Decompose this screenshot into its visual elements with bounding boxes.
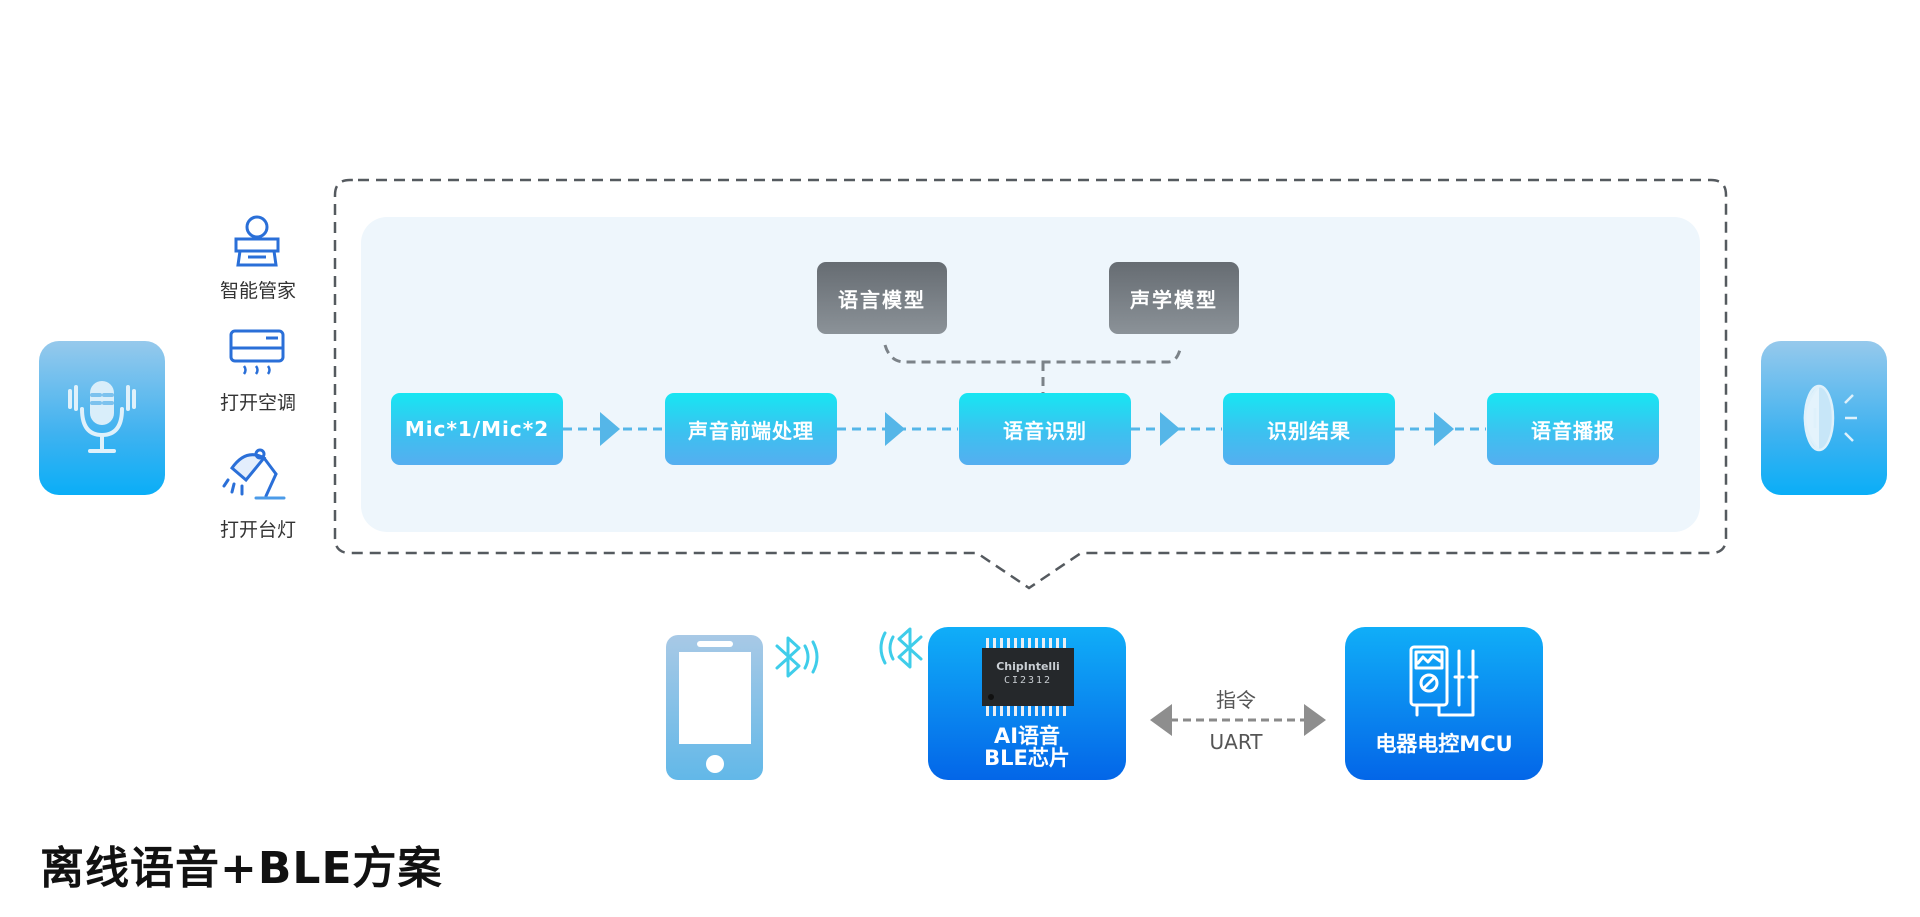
desk-lamp-icon [222, 448, 286, 500]
ai-ble-chip-tile: ChipIntelli CI2312 AI语音 BLE芯片 [928, 627, 1126, 780]
butler-icon [234, 215, 280, 267]
pipeline-step-result: 识别结果 [1223, 393, 1395, 465]
uart-label: UART [1209, 730, 1263, 754]
acoustic-model-box: 声学模型 [1109, 262, 1239, 334]
pipeline-step-label: 声音前端处理 [688, 418, 814, 443]
microphone-icon [68, 381, 136, 453]
pipeline-step-label: 识别结果 [1267, 418, 1351, 443]
scene-label-air-conditioner: 打开空调 [219, 392, 296, 414]
flow-arrow-4 [1434, 412, 1454, 446]
chip-icon [982, 638, 1074, 716]
speaker-icon [1803, 384, 1857, 452]
air-conditioner-icon [229, 329, 285, 375]
pipeline-step-mic: Mic*1/Mic*2 [391, 393, 563, 465]
pipeline-step-label: 语音识别 [1003, 418, 1087, 443]
page-title: 离线语音+BLE方案 [40, 843, 443, 894]
microphone-tile [39, 341, 165, 495]
chip-label-line1: AI语音 [993, 724, 1061, 748]
bluetooth-icon-chip [879, 627, 923, 669]
scene-label-butler: 智能管家 [219, 280, 296, 302]
speaker-tile [1761, 341, 1887, 495]
smartphone-icon [666, 635, 763, 780]
uart-link-arrow [1150, 704, 1326, 736]
scene-label-desk-lamp: 打开台灯 [219, 519, 296, 541]
command-label: 指令 [1216, 688, 1256, 712]
flow-arrow-2 [885, 412, 905, 446]
language-model-label: 语言模型 [838, 287, 926, 312]
acoustic-model-label: 声学模型 [1130, 287, 1218, 312]
pipeline-step-label: 语音播报 [1531, 418, 1615, 443]
bluetooth-icon-phone [775, 636, 819, 678]
pipeline-step-label: Mic*1/Mic*2 [404, 417, 550, 441]
chip-model: CI2312 [1003, 675, 1053, 686]
multimeter-icon [1409, 645, 1479, 717]
flow-arrow-1 [600, 412, 620, 446]
arrow-right-head [1304, 704, 1326, 736]
chip-label-line2: BLE芯片 [984, 746, 1070, 770]
pipeline-step-recognition: 语音识别 [959, 393, 1131, 465]
mcu-label: 电器电控MCU [1375, 732, 1513, 756]
pipeline-panel [361, 217, 1700, 532]
dashed-callout-border [333, 178, 1728, 590]
pipeline-step-frontend: 声音前端处理 [665, 393, 837, 465]
mcu-tile: 电器电控MCU [1345, 627, 1543, 780]
flow-arrow-3 [1160, 412, 1180, 446]
arrow-left-head [1150, 704, 1172, 736]
chip-brand: ChipIntelli [996, 660, 1060, 673]
language-model-box: 语言模型 [817, 262, 947, 334]
pipeline-step-broadcast: 语音播报 [1487, 393, 1659, 465]
language-model-connector [883, 344, 1183, 364]
